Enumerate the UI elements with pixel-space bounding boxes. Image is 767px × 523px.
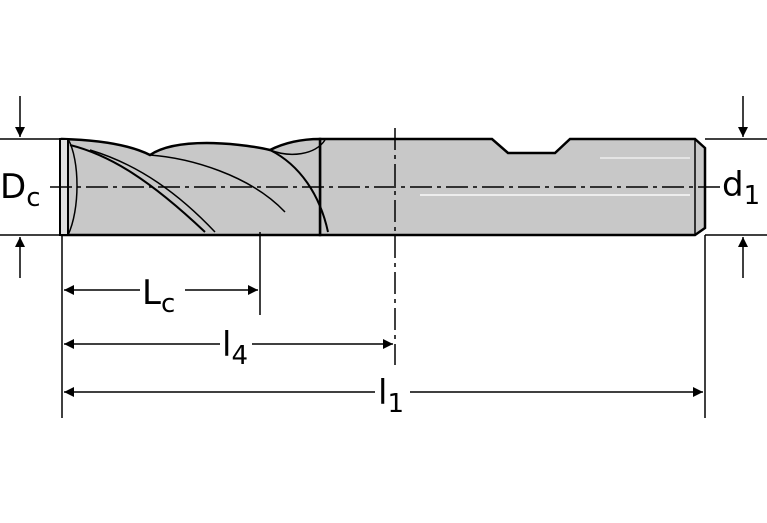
extension-lines [0, 138, 767, 418]
d1-label: d1 [722, 165, 760, 211]
tip-face [67, 138, 78, 236]
flute-helix-2 [89, 149, 216, 233]
flute-helix-3 [149, 154, 286, 213]
dc-label: Dc [0, 167, 40, 213]
lc-label: Lc [142, 273, 175, 319]
flute-helix-1 [69, 144, 206, 233]
l4-label: l4 [222, 325, 248, 371]
flute-runout [269, 139, 326, 156]
flute-helix-4 [269, 149, 329, 233]
l1-label: l1 [378, 373, 404, 419]
fluted-section [60, 137, 322, 237]
